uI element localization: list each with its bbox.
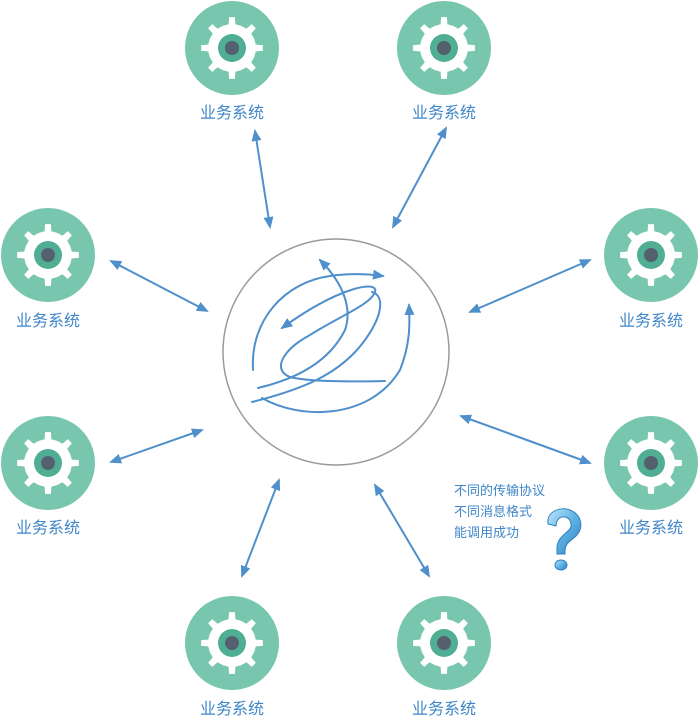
system-node-lower-left: 业务系统	[1, 416, 95, 537]
question-line-1: 不同的传输协议	[454, 483, 545, 499]
gear-hub	[225, 41, 239, 55]
node-label: 业务系统	[200, 699, 264, 718]
connector-top-left	[251, 129, 274, 229]
system-node-bottom-right: 业务系统	[397, 596, 491, 718]
node-label: 业务系统	[200, 103, 264, 122]
connector-upper-left	[109, 260, 209, 312]
connector-upper-right	[468, 259, 592, 313]
central-hub	[222, 238, 450, 466]
system-node-top-right: 业务系统	[397, 1, 491, 122]
gear-hub	[437, 41, 451, 55]
question-annotation: 不同的传输协议 不同消息格式 能调用成功	[454, 483, 582, 571]
question-line-3: 能调用成功	[454, 526, 519, 541]
gear-hub	[41, 456, 55, 470]
system-node-upper-right: 业务系统	[604, 208, 698, 330]
system-node-top-left: 业务系统	[185, 1, 279, 122]
connector-top-right	[392, 126, 447, 229]
gear-hub	[41, 248, 55, 262]
hub-circle	[222, 238, 450, 466]
connector-lower-left	[109, 428, 204, 464]
node-label: 业务系统	[16, 311, 80, 330]
system-node-bottom-left: 业务系统	[185, 596, 279, 718]
gear-hub	[644, 456, 658, 470]
connector-bottom-right	[373, 483, 431, 578]
gear-hub	[644, 248, 658, 262]
system-node-upper-left: 业务系统	[1, 208, 95, 330]
gear-hub	[437, 636, 451, 650]
connectors	[109, 126, 592, 578]
node-label: 业务系统	[16, 518, 80, 537]
node-label: 业务系统	[619, 518, 683, 537]
gear-hub	[225, 636, 239, 650]
connector-lower-right	[459, 414, 592, 465]
system-node-lower-right: 业务系统	[604, 416, 698, 537]
node-label: 业务系统	[412, 699, 476, 718]
connector-bottom-left	[240, 478, 281, 578]
node-label: 业务系统	[412, 103, 476, 122]
question-mark-icon	[547, 508, 582, 571]
question-line-2: 不同消息格式	[454, 504, 532, 520]
node-label: 业务系统	[619, 311, 683, 330]
tangled-arrows-icon	[251, 258, 415, 413]
